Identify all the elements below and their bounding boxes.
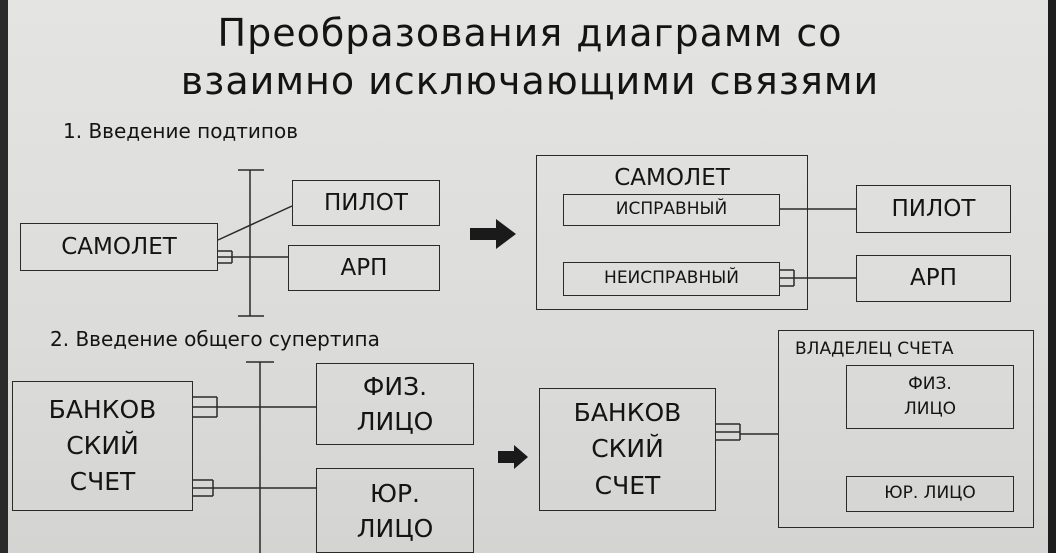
entity-yur-lico: ЮР. ЛИЦО — [316, 468, 474, 553]
subtype-yur-lico-label: ЮР. ЛИЦО — [884, 483, 976, 504]
subtype-ispravny: ИСПРАВНЫЙ — [563, 194, 780, 226]
entity-owner-label: ВЛАДЕЛЕЦ СЧЕТА — [795, 339, 954, 359]
entity-samolet-with-subtypes: САМОЛЕТ — [536, 155, 808, 310]
section-heading-subtypes: 1. Введение подтипов — [63, 119, 299, 143]
entity-arp-label: АРП — [340, 254, 388, 281]
crowfoot-bank-yur — [193, 479, 214, 497]
entity-pilot-label: ПИЛОТ — [324, 189, 408, 216]
subtype-fiz-lico-label: ФИЗ. ЛИЦО — [903, 374, 957, 419]
entity-arp-right-label: АРП — [910, 265, 957, 292]
crowfoot-bank-fiz — [193, 396, 218, 418]
transform-arrow-2 — [498, 445, 528, 469]
entity-arp: АРП — [288, 245, 440, 291]
crowfoot-neispravny — [780, 269, 795, 287]
entity-bank-account-right-label: БАНКОВ СКИЙ СЧЕТ — [573, 398, 682, 500]
screen-edge-right — [1048, 0, 1056, 553]
entity-pilot-right-label: ПИЛОТ — [891, 195, 976, 222]
section-heading-supertype: 2. Введение общего супертипа — [50, 327, 380, 351]
entity-fiz-lico-label: ФИЗ. ЛИЦО — [356, 372, 434, 436]
entity-owner-supertype — [778, 330, 1034, 528]
entity-fiz-lico: ФИЗ. ЛИЦО — [316, 363, 474, 445]
slide-title-line-2: взаимно исключающими связями — [180, 59, 880, 103]
entity-bank-account: БАНКОВ СКИЙ СЧЕТ — [12, 381, 193, 511]
subtype-neispravny: НЕИСПРАВНЫЙ — [563, 262, 780, 296]
slide-title-line-1: Преобразования диаграмм со — [217, 11, 843, 55]
subtype-fiz-lico: ФИЗ. ЛИЦО — [846, 365, 1014, 429]
entity-yur-lico-label: ЮР. ЛИЦО — [356, 478, 434, 543]
screen-edge-left — [0, 0, 8, 553]
entity-arp-right: АРП — [856, 255, 1011, 302]
subtype-neispravny-label: НЕИСПРАВНЫЙ — [604, 268, 739, 289]
transform-arrow-1 — [470, 219, 516, 249]
entity-bank-account-label: БАНКОВ СКИЙ СЧЕТ — [48, 394, 157, 497]
entity-pilot-right: ПИЛОТ — [856, 185, 1011, 233]
subtype-ispravny-label: ИСПРАВНЫЙ — [615, 199, 728, 220]
link-samolet-pilot — [217, 205, 293, 241]
entity-samolet: САМОЛЕТ — [20, 223, 218, 271]
entity-bank-account-right: БАНКОВ СКИЙ СЧЕТ — [539, 388, 716, 511]
subtype-yur-lico: ЮР. ЛИЦО — [846, 476, 1014, 512]
crowfoot-samolet — [218, 250, 233, 264]
entity-samolet-supertype-label: САМОЛЕТ — [614, 165, 730, 191]
entity-samolet-label: САМОЛЕТ — [61, 233, 177, 260]
entity-pilot: ПИЛОТ — [292, 180, 440, 226]
crowfoot-bank-owner — [716, 423, 741, 441]
